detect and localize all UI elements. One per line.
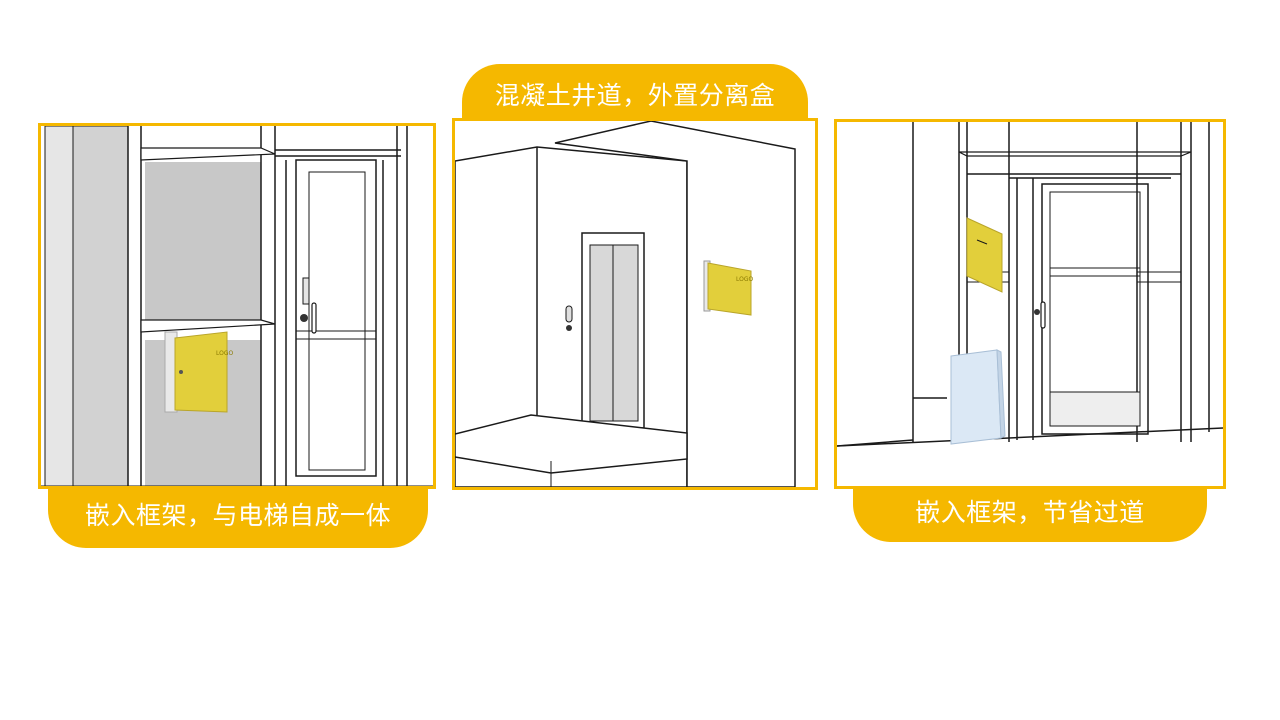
aisle-frame-drawing (837, 122, 1223, 486)
caption-right: 嵌入框架，节省过道 (853, 486, 1207, 542)
caption-right-text: 嵌入框架，节省过道 (915, 498, 1145, 527)
caption-left: 嵌入框架，与电梯自成一体 (48, 488, 428, 548)
elevator-frame-drawing: LOGO (41, 126, 433, 486)
caption-center: 混凝土井道，外置分离盒 (462, 64, 808, 120)
caption-center-text: 混凝土井道，外置分离盒 (494, 81, 776, 110)
illustration-frame-aisle (834, 119, 1226, 489)
device-logo-center: LOGO (736, 276, 754, 283)
illustration-concrete-shaft: LOGO (452, 118, 818, 490)
device-logo-left: LOGO (216, 350, 234, 357)
concrete-shaft-drawing: LOGO (455, 121, 815, 487)
caption-left-text: 嵌入框架，与电梯自成一体 (84, 501, 391, 530)
illustration-frame-embedded: LOGO (38, 123, 436, 489)
